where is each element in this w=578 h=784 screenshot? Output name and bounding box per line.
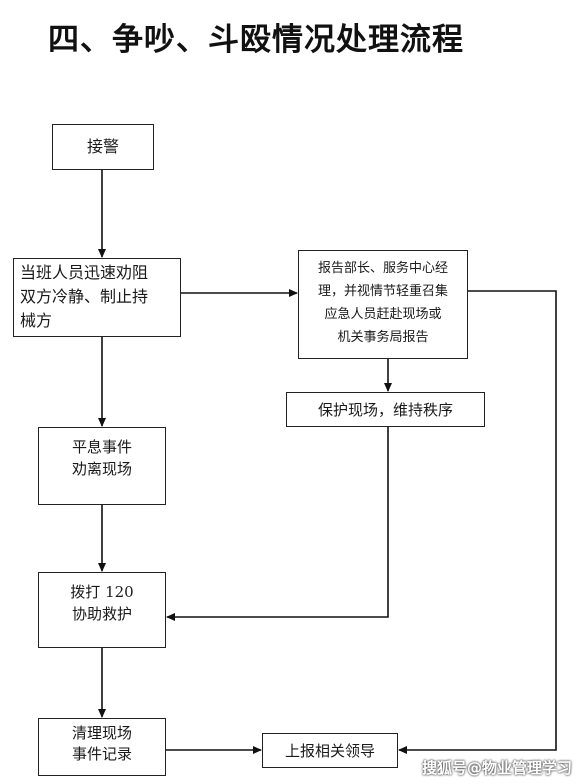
page-title: 四、争吵、斗殴情况处理流程 — [48, 22, 464, 58]
node-report-line-3: 应急人员赶赴现场或 — [324, 307, 442, 322]
node-clean-record: 清理现场 事件记录 — [38, 718, 166, 776]
node-calm-line-2: 劝离现场 — [71, 460, 132, 478]
node-calm-line-1: 平息事件 — [71, 438, 132, 456]
node-stop-line-2: 双方冷静、制止持 — [20, 287, 149, 306]
arrow-protect-to-call — [166, 427, 389, 621]
node-protect-scene: 保护现场，维持秩序 — [286, 392, 485, 427]
node-receive-alarm: 接警 — [52, 124, 154, 170]
node-call-line-2: 协助救护 — [71, 605, 132, 623]
node-call-120: 拨打 120 协助救护 — [38, 572, 166, 648]
node-report-line-1: 报告部长、服务中心经 — [317, 261, 448, 276]
node-receive-label: 接警 — [86, 137, 119, 156]
node-clean-line-1: 清理现场 — [71, 724, 132, 742]
node-report-line-4: 机关事务局报告 — [337, 330, 429, 345]
node-clean-line-2: 事件记录 — [71, 745, 132, 763]
node-report-leaders: 上报相关领导 — [262, 733, 398, 768]
node-report-manager: 报告部长、服务中心经 理，并视情节轻重召集 应急人员赶赴现场或 机关事务局报告 — [298, 250, 468, 359]
node-upreport-label: 上报相关领导 — [284, 741, 375, 760]
arrow-report-to-upreport — [398, 290, 557, 754]
watermark: 搜狐号@物业管理学习 — [421, 759, 572, 777]
node-stop-line-3: 械方 — [20, 311, 53, 330]
node-call-line-1: 拨打 120 — [70, 583, 134, 601]
node-staff-dissuade: 当班人员迅速劝阻 双方冷静、制止持 械方 — [13, 258, 181, 337]
node-report-line-2: 理，并视情节轻重召集 — [317, 284, 448, 299]
node-calm-event: 平息事件 劝离现场 — [38, 427, 166, 505]
node-protect-label: 保护现场，维持秩序 — [317, 400, 453, 419]
node-stop-line-1: 当班人员迅速劝阻 — [20, 263, 149, 282]
